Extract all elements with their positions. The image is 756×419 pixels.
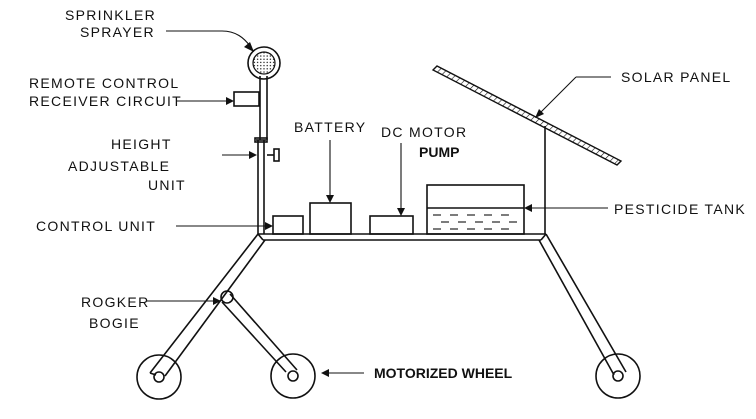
leader-wheel	[321, 369, 364, 377]
label-remote-1: REMOTE CONTROL	[29, 75, 179, 91]
leader-remote	[176, 97, 234, 105]
leader-battery	[326, 140, 334, 203]
label-pump: PUMP	[419, 144, 459, 160]
platform-deck	[257, 233, 547, 241]
dc-motor-pump-box	[369, 215, 414, 235]
label-rocker-1: ROGKER	[81, 294, 149, 310]
label-solar-panel: SOLAR PANEL	[621, 69, 732, 85]
label-sprinkler-1: SPRINKLER	[65, 7, 156, 23]
remote-receiver-box	[233, 91, 260, 107]
leader-height	[222, 151, 257, 159]
label-battery: BATTERY	[294, 119, 366, 135]
leader-pesticide	[524, 204, 608, 212]
leader-control-unit	[176, 222, 273, 230]
label-remote-2: RECEIVER CIRCUIT	[29, 93, 182, 109]
control-unit-box	[272, 215, 304, 235]
sprinkler-head	[247, 46, 281, 80]
leader-sprinkler	[166, 30, 254, 52]
right-leg-frame	[538, 233, 627, 376]
label-pesticide-tank: PESTICIDE TANK	[614, 201, 746, 217]
label-rocker-2: BOGIE	[89, 315, 140, 331]
leader-rocker	[147, 297, 221, 305]
height-adjust-knob	[267, 148, 280, 162]
rocker-bogie-frame	[149, 233, 298, 377]
solar-panel	[431, 65, 623, 166]
sprayer-pole	[254, 76, 268, 234]
leader-dc-motor	[397, 143, 405, 216]
battery-box	[309, 202, 352, 235]
label-control-unit: CONTROL UNIT	[36, 218, 156, 234]
label-sprinkler-2: SPRAYER	[80, 24, 155, 40]
wheel-right	[595, 353, 641, 399]
wheel-left	[136, 354, 182, 400]
label-height-3: UNIT	[148, 177, 186, 193]
wheel-middle	[270, 353, 316, 399]
leader-solar	[535, 76, 611, 118]
label-height-2: ADJUSTABLE	[68, 158, 170, 174]
pesticide-tank	[426, 184, 525, 235]
label-motorized-wheel: MOTORIZED WHEEL	[374, 365, 513, 381]
label-height-1: HEIGHT	[111, 136, 172, 152]
label-dc-motor: DC MOTOR	[381, 124, 467, 140]
